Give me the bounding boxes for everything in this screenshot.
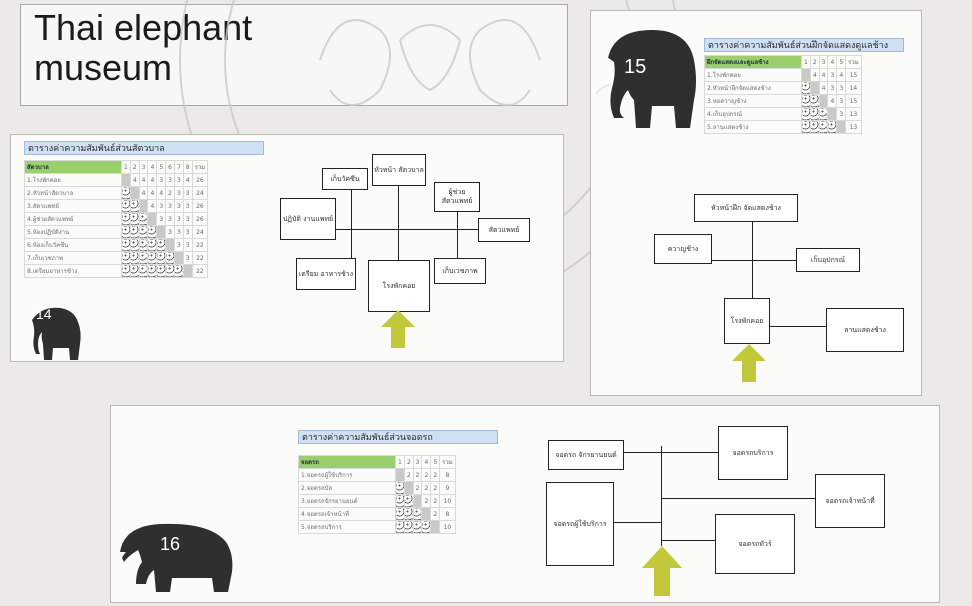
- diagram-16-hline: [614, 522, 662, 523]
- slide-14-matrix: สัตวบาล 1 2 3 4 5 6 7 8 รวม 1.โรงพักคอย 4…: [24, 160, 209, 278]
- elephant-14-icon: [32, 307, 81, 360]
- node-holding-hall-15: โรงพักคอย: [724, 298, 770, 344]
- row-label: 3.จอดรถจักรยานยนต์: [298, 494, 396, 508]
- col-header: 8: [182, 160, 193, 174]
- node-staff-parking: จอดรถเจ้าหน้าที่: [815, 474, 885, 528]
- row-label: 7.เก็บเวชภาพ: [24, 251, 122, 265]
- row-label: 1.โรงพักคอย: [704, 68, 802, 82]
- col-header: 3: [138, 160, 149, 174]
- node-moto-parking: จอดรถ จักรยานยนต์: [548, 440, 624, 470]
- row-label: 2.จอดรถบัส: [298, 481, 396, 495]
- node-vaccine: เก็บวัคซีน: [322, 168, 368, 190]
- row-label: 2.หัวหน้าฝึกจัดแสดงช้าง: [704, 81, 802, 95]
- node-holding-hall: โรงพักคอย: [368, 260, 430, 312]
- node-food-prep: เตรียม อาหารช้าง: [296, 258, 356, 290]
- title-line-1: Thai elephant: [34, 7, 253, 48]
- col-header: 6: [165, 160, 175, 174]
- col-header: 3: [818, 55, 829, 69]
- elephant-15-icon: [595, 30, 696, 128]
- diagram-15-hline: [712, 260, 796, 261]
- node-medical-storage: เก็บเวชภาพ: [434, 258, 486, 284]
- col-header: 2: [129, 160, 140, 174]
- node-bus-parking: จอดรถทัวร์: [715, 514, 795, 574]
- col-header: รวม: [439, 455, 456, 469]
- slide-15-table-title: ตารางค่าความสัมพันธ์ส่วนฝึกจัดแสดงดูแลช้…: [704, 38, 904, 52]
- up-arrow-16-icon: [642, 546, 682, 596]
- row-label: 8.เตรียมอาหารช้าง: [24, 264, 122, 278]
- row-label: 2.หัวหน้าสัตวบาล: [24, 186, 122, 200]
- node-show-ground: ลานแสดงช้าง: [826, 308, 904, 352]
- diagram-15-hline: [770, 326, 826, 327]
- col-header: 5: [156, 160, 167, 174]
- col-header: 2: [403, 455, 414, 469]
- slide-15-number: 15: [624, 56, 647, 78]
- col-header: 7: [173, 160, 184, 174]
- row-label: 6.ห้องเก็บวัคซีน: [24, 238, 122, 252]
- col-header: 1: [121, 160, 131, 174]
- col-header: รวม: [191, 160, 209, 174]
- col-header: รวม: [845, 55, 862, 69]
- col-header: 3: [412, 455, 423, 469]
- row-label: 5.จอดรถบริการ: [298, 520, 396, 534]
- elephant-16-icon: [120, 523, 233, 592]
- row-label: 4.จอดรถเจ้าหน้าที่: [298, 507, 396, 521]
- matrix-header-label: สัตวบาล: [24, 160, 122, 174]
- node-head-training: หัวหน้าฝึก จัดแสดงช้าง: [694, 194, 798, 222]
- diagram-16-hline: [661, 498, 815, 499]
- node-mahout: ควาญช้าง: [654, 234, 712, 264]
- col-header: 1: [801, 55, 811, 69]
- node-visitor-parking: จอดรถผู้ใช้บริการ: [546, 482, 614, 566]
- row-label: 4.เก็บอุปกรณ์: [704, 107, 802, 121]
- col-header: 5: [430, 455, 441, 469]
- slide-15-matrix: ฝึกจัดแสดงและดูแลช้าง 1 2 3 4 5 รวม 1.โร…: [704, 55, 862, 134]
- node-head-husbandry: หัวหน้า สัตวบาล: [372, 154, 426, 186]
- matrix-header-label: ฝึกจัดแสดงและดูแลช้าง: [704, 55, 802, 69]
- row-label: 5.ลานแสดงช้าง: [704, 120, 802, 134]
- up-arrow-15-icon: [732, 344, 766, 382]
- node-vet: สัตวแพทย์: [478, 218, 530, 242]
- slide-14-table-title: ตารางค่าความสัมพันธ์ส่วนสัตวบาล: [24, 141, 264, 155]
- col-header: 1: [395, 455, 405, 469]
- row-label: 4.ผู้ช่วยสัตวแพทย์: [24, 212, 122, 226]
- row-label: 1.โรงพักคอย: [24, 173, 122, 187]
- title-line-2: museum: [34, 47, 173, 88]
- row-label: 3.สัตวแพทย์: [24, 199, 122, 213]
- col-header: 2: [809, 55, 820, 69]
- page-title: Thai elephant museum: [34, 8, 314, 88]
- col-header: 4: [147, 160, 158, 174]
- diagram-14-connector: [351, 190, 352, 260]
- slide-16: [110, 405, 940, 603]
- diagram-16-vline: [661, 446, 662, 546]
- node-assistant-vet: ผู้ช่วย สัตวแพทย์: [434, 182, 480, 212]
- row-label: 1.จอดรถผู้ใช้บริการ: [298, 468, 396, 482]
- diagram-14-vline: [398, 184, 399, 260]
- diagram-14-hline: [336, 229, 478, 230]
- node-equipment: เก็บอุปกรณ์: [796, 248, 860, 272]
- col-header: 4: [421, 455, 432, 469]
- slide-16-number: 16: [160, 534, 181, 554]
- col-header: 5: [836, 55, 847, 69]
- diagram-16-hline: [661, 540, 715, 541]
- slide-14-number: 14: [36, 306, 52, 322]
- slide-16-table-title: ตารางค่าความสัมพันธ์ส่วนจอดรถ: [298, 430, 498, 444]
- node-service-parking: จอดรถบริการ: [718, 426, 788, 480]
- row-label: 5.ห้องปฏิบัติงาน: [24, 225, 122, 239]
- diagram-16-hline: [624, 452, 718, 453]
- node-lab: ปฏิบัติ งานแพทย์: [280, 198, 336, 240]
- matrix-header-label: จอดรถ: [298, 455, 396, 469]
- col-header: 4: [827, 55, 838, 69]
- up-arrow-14-icon: [381, 310, 415, 348]
- row-label: 3.หอควาญช้าง: [704, 94, 802, 108]
- diagram-14-connector: [457, 212, 458, 264]
